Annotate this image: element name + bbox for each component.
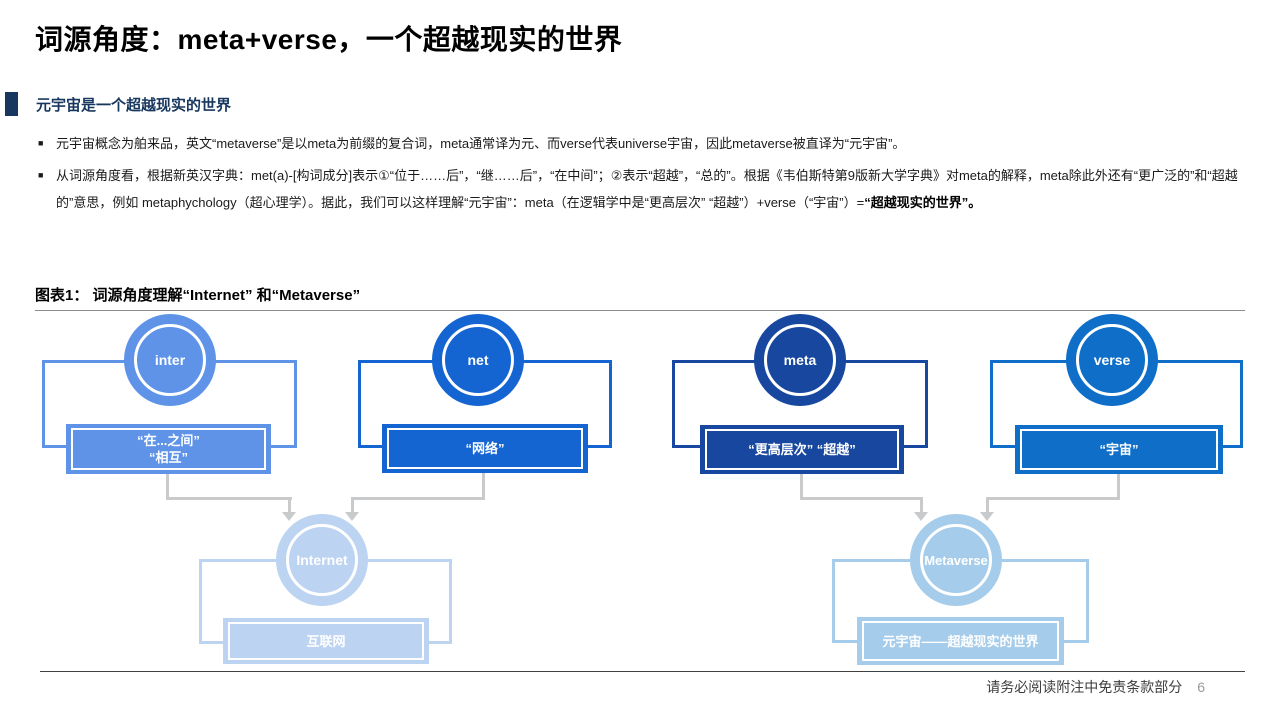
connector-line xyxy=(986,497,1120,500)
label-box-internet: 互联网 xyxy=(223,618,429,664)
figure-caption-row: 图表1： 词源角度理解“Internet” 和“Metaverse” xyxy=(35,284,1245,311)
bullet-text-normal: 从词源角度看，根据新英汉字典：met(a)-[构词成分]表示①“位于……后”，“… xyxy=(56,168,1238,210)
bullet-text-bold: “超越现实的世界”。 xyxy=(864,195,982,210)
bullet-icon: ■ xyxy=(38,138,44,148)
connector-line xyxy=(288,497,291,512)
footer-disclaimer: 请务必阅读附注中免责条款部分 xyxy=(986,679,1183,695)
figure-caption: 图表1： 词源角度理解“Internet” 和“Metaverse” xyxy=(35,287,361,304)
label-box-text: “网络” xyxy=(465,441,505,456)
circle-net: net xyxy=(432,314,524,406)
footer-divider xyxy=(40,671,1245,672)
circle-ring xyxy=(286,524,358,596)
footer: 请务必阅读附注中免责条款部分 6 xyxy=(986,677,1205,697)
label-box-text: 互联网 xyxy=(306,633,346,649)
section-header: 元宇宙是一个超越现实的世界 xyxy=(5,92,231,116)
circle-ring xyxy=(1076,324,1148,396)
label-box-net: “网络” xyxy=(382,424,588,473)
circle-label: Internet xyxy=(296,552,348,568)
bullet-list: ■ 元宇宙概念为舶来品，英文“metaverse”是以meta为前缀的复合词，m… xyxy=(38,130,1248,221)
connector-line xyxy=(800,474,803,500)
bullet-text: 从词源角度看，根据新英汉字典：met(a)-[构词成分]表示①“位于……后”，“… xyxy=(56,168,1238,210)
label-box-text: “宇宙” xyxy=(1099,442,1139,457)
circle-ring xyxy=(442,324,514,396)
connector-line xyxy=(986,497,989,512)
connector-line xyxy=(920,497,923,512)
circle-label: net xyxy=(467,352,489,368)
label-box-meta: “更高层次” “超越” xyxy=(700,425,904,474)
label-box-text: “相互” xyxy=(148,450,188,465)
connector-arrow-icon xyxy=(914,512,928,521)
page-number: 6 xyxy=(1197,679,1205,695)
connector-line xyxy=(800,497,923,500)
connector-arrow-icon xyxy=(980,512,994,521)
circle-label: meta xyxy=(783,352,817,368)
connector-line xyxy=(1117,474,1120,500)
bullet-item: ■ 元宇宙概念为舶来品，英文“metaverse”是以meta为前缀的复合词，m… xyxy=(38,130,1248,157)
connector-line xyxy=(166,474,169,500)
circle-ring xyxy=(764,324,836,396)
section-heading: 元宇宙是一个超越现实的世界 xyxy=(36,96,232,114)
label-box-text: 元宇宙——超越现实的世界 xyxy=(882,633,1039,649)
connector-arrow-icon xyxy=(345,512,359,521)
label-box-verse: “宇宙” xyxy=(1015,425,1223,474)
connector-line xyxy=(482,473,485,500)
connector-arrow-icon xyxy=(282,512,296,521)
circle-ring xyxy=(920,524,992,596)
circle-label: verse xyxy=(1093,352,1131,368)
circle-ring xyxy=(134,324,206,396)
bullet-icon: ■ xyxy=(38,170,44,180)
label-box-text: “更高层次” “超越” xyxy=(748,442,856,457)
label-box-inter: “在...之间” “相互” xyxy=(66,424,271,474)
label-box-text: “在...之间” xyxy=(137,433,200,448)
circle-metaverse: Metaverse xyxy=(910,514,1002,606)
connector-line xyxy=(351,497,485,500)
section-marker xyxy=(5,92,18,116)
circle-label: Metaverse xyxy=(924,552,988,568)
circle-meta: meta xyxy=(754,314,846,406)
connector-line xyxy=(351,497,354,512)
circle-internet: Internet xyxy=(276,514,368,606)
bullet-item: ■ 从词源角度看，根据新英汉字典：met(a)-[构词成分]表示①“位于……后”… xyxy=(38,162,1248,216)
label-box-metaverse: 元宇宙——超越现实的世界 xyxy=(857,617,1064,665)
circle-inter: inter xyxy=(124,314,216,406)
circle-label: inter xyxy=(154,352,186,368)
circle-verse: verse xyxy=(1066,314,1158,406)
connector-line xyxy=(166,497,292,500)
page-title: 词源角度：meta+verse，一个超越现实的世界 xyxy=(35,24,623,55)
bullet-text: 元宇宙概念为舶来品，英文“metaverse”是以meta为前缀的复合词，met… xyxy=(56,136,906,151)
